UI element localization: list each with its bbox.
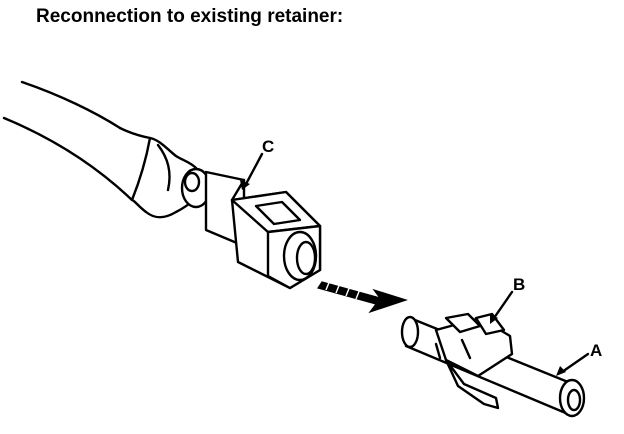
page-title: Reconnection to existing retainer: (36, 6, 344, 27)
retainer (434, 312, 514, 410)
leader-lines (240, 152, 590, 376)
fuel-hose (2, 80, 212, 219)
quick-connector (180, 167, 322, 290)
label-c: C (262, 137, 274, 156)
label-a: A (590, 341, 602, 360)
label-b: B (513, 275, 525, 294)
push-direction-arrow (317, 279, 408, 314)
